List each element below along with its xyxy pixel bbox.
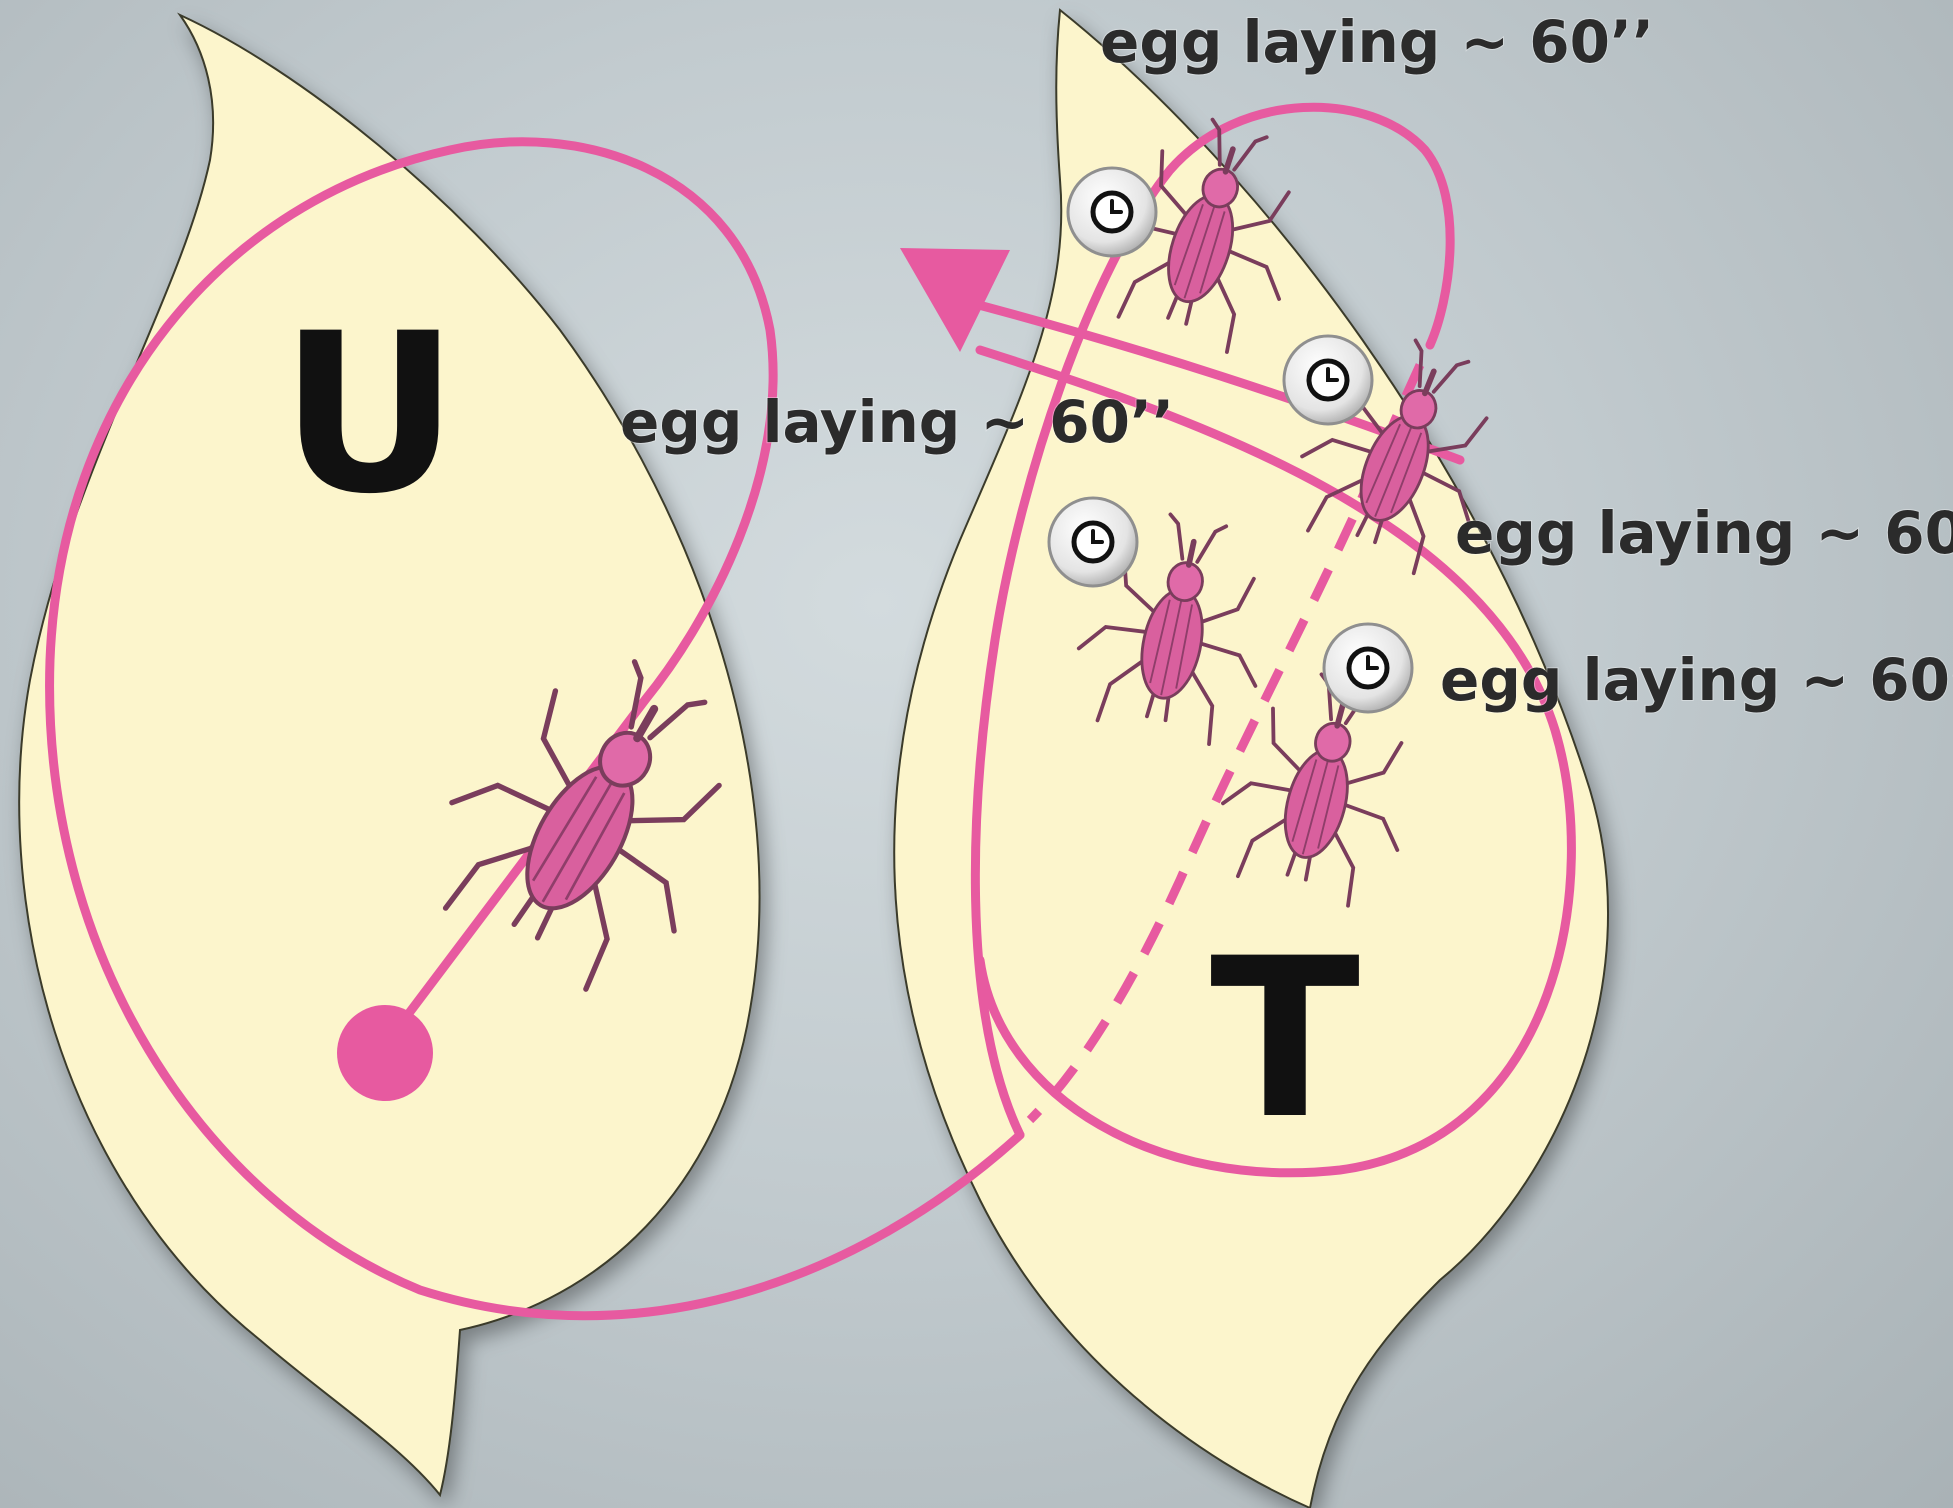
clock-icon bbox=[1049, 498, 1137, 586]
egg-laying-label-right-upper: egg laying ~ 60’’ bbox=[1455, 499, 1953, 567]
leaf-letter-t: T bbox=[1210, 911, 1360, 1167]
clock-icon bbox=[1324, 624, 1412, 712]
leaf-letter-u: U bbox=[280, 286, 459, 542]
clock-icon bbox=[1068, 168, 1156, 256]
egg-laying-label-right-lower: egg laying ~ 60’’ bbox=[1440, 646, 1953, 714]
arrowhead-icon bbox=[900, 248, 1010, 352]
clock-icon bbox=[1284, 336, 1372, 424]
right-leaf bbox=[894, 10, 1608, 1508]
egg-laying-label-middle: egg laying ~ 60’’ bbox=[620, 388, 1174, 456]
start-dot-icon bbox=[337, 1005, 433, 1101]
egg-laying-label-top: egg laying ~ 60’’ bbox=[1100, 8, 1654, 76]
